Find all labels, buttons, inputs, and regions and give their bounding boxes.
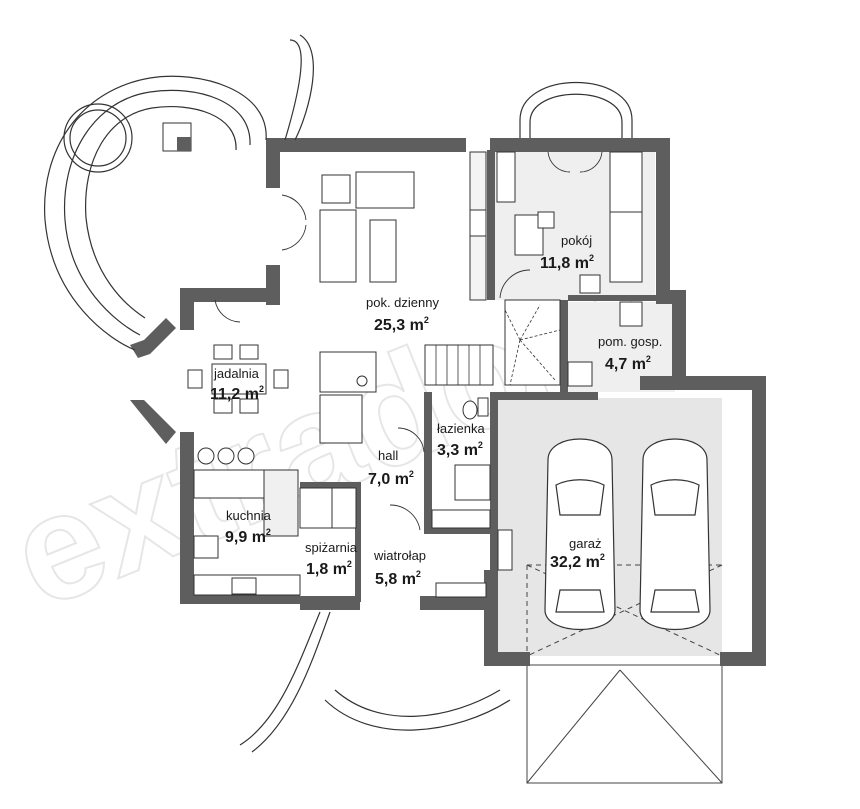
doors (214, 151, 603, 531)
cars (544, 438, 711, 631)
room-label-garaz: garaż 32,2 m2 (550, 536, 605, 571)
room-label-kuchnia: kuchnia 9,9 m2 (225, 508, 272, 546)
room-label-lazienka: łazienka 3,3 m2 (437, 421, 485, 459)
terrace-steps (43, 34, 314, 351)
room-label-jadalnia: jadalnia 11,2 m2 (210, 366, 264, 403)
svg-text:pom. gosp.: pom. gosp. (598, 334, 662, 349)
room-labels: pokój 11,8 m2 pok. dzienny 25,3 m2 pom. … (210, 233, 662, 588)
svg-text:łazienka: łazienka (437, 421, 485, 436)
room-label-pom-gosp: pom. gosp. 4,7 m2 (598, 334, 662, 373)
entrance-steps (239, 611, 511, 753)
svg-text:pokój: pokój (561, 233, 592, 248)
svg-text:garaż: garaż (569, 536, 602, 551)
svg-text:25,3 m2: 25,3 m2 (374, 315, 429, 334)
svg-text:11,2 m2: 11,2 m2 (210, 384, 264, 403)
svg-text:4,7 m2: 4,7 m2 (605, 354, 651, 373)
room-label-pok-dzienny: pok. dzienny 25,3 m2 (366, 295, 439, 334)
svg-text:hall: hall (378, 448, 398, 463)
svg-text:jadalnia: jadalnia (213, 366, 260, 381)
room-label-hall: hall 7,0 m2 (368, 448, 414, 488)
svg-text:3,3 m2: 3,3 m2 (437, 440, 483, 459)
svg-text:pok. dzienny: pok. dzienny (366, 295, 439, 310)
svg-text:32,2 m2: 32,2 m2 (550, 552, 605, 571)
room-label-spizarnia: spiżarnia 1,8 m2 (305, 540, 358, 578)
svg-text:7,0 m2: 7,0 m2 (368, 469, 414, 488)
svg-text:9,9 m2: 9,9 m2 (225, 527, 271, 546)
svg-text:kuchnia: kuchnia (226, 508, 272, 523)
room-label-wiatrolap: wiatrołap 5,8 m2 (373, 548, 426, 588)
svg-text:wiatrołap: wiatrołap (373, 548, 426, 563)
svg-text:11,8 m2: 11,8 m2 (540, 253, 594, 272)
stair-lines (435, 304, 561, 386)
room-label-pokoj: pokój 11,8 m2 (540, 233, 594, 272)
bay-window-top (519, 82, 633, 138)
svg-text:spiżarnia: spiżarnia (305, 540, 358, 555)
svg-text:1,8 m2: 1,8 m2 (306, 559, 352, 578)
svg-text:5,8 m2: 5,8 m2 (375, 569, 421, 588)
